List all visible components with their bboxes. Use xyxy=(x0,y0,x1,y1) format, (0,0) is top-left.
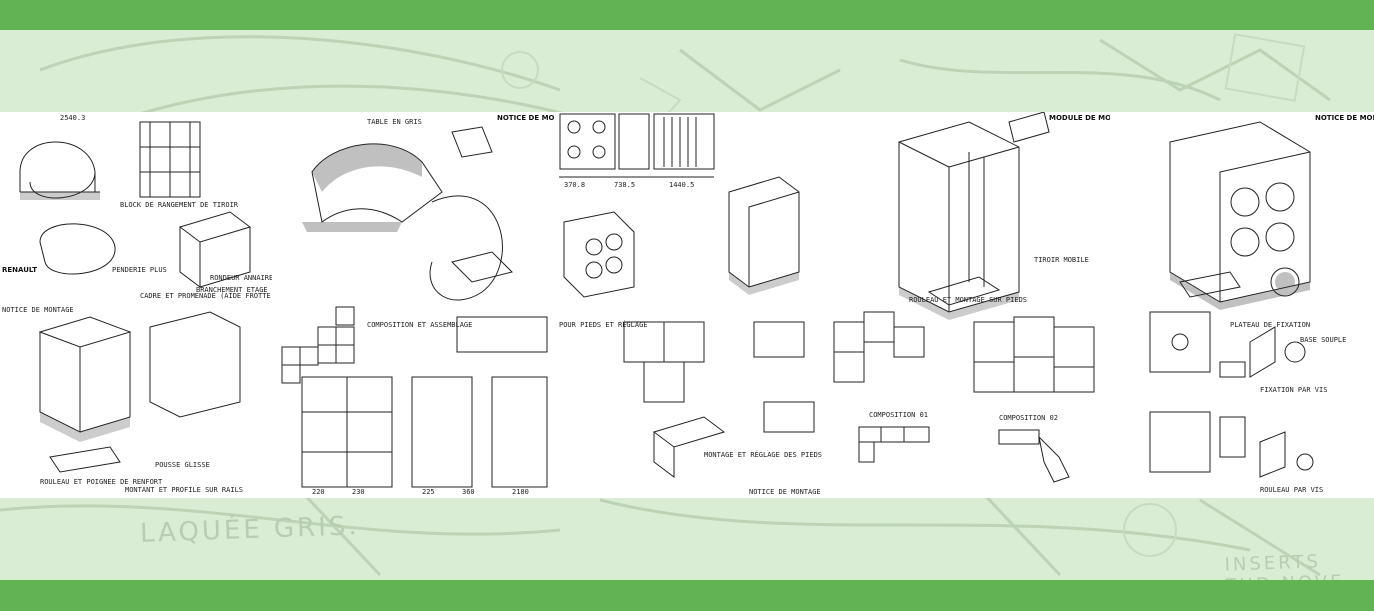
sheet-2-label-a: TABLE EN GRIS xyxy=(367,118,422,126)
top-green-band xyxy=(0,0,1374,30)
sheet-2-drawing: NOTICE DE MONTAGE TABLE EN GRIS COMPOSIT… xyxy=(281,114,554,496)
sheet-4-label-b: ROULEAU ET MONTAGE SUR PIEDS xyxy=(909,296,1027,304)
sheet-5-drawing: NOTICE DE MONTAGE PLATEAU DE FIXATION BA… xyxy=(1149,114,1374,494)
sketch-sheet-5: NOTICE DE MONTAGE PLATEAU DE FIXATION BA… xyxy=(1110,112,1374,498)
sheet-4-title: MODULE DE MONTAGE xyxy=(1049,114,1110,122)
sheet-4-drawing: MODULE DE MONTAGE COMPOSITION 01 COMPOSI… xyxy=(833,112,1110,483)
sheet-3-title: NOTICE DE MONTAGE xyxy=(749,488,821,496)
sheet-1-label-h: ROULEAU ET POIGNEE DE RENFORT xyxy=(40,478,163,486)
sheet-2-dim-4: 360 xyxy=(462,488,475,496)
sheet-1-label-e: BRANCHEMENT ETAGE ROBUSTESSE xyxy=(196,286,272,294)
sheet-5-label-d: ROULEAU PAR VIS xyxy=(1260,486,1323,494)
sheet-1-label-b: PENDERIE PLUS xyxy=(112,266,167,274)
sheet-2-dim-3: 225 xyxy=(422,488,435,496)
sketch-sheet-4: MODULE DE MONTAGE COMPOSITION 01 COMPOSI… xyxy=(829,112,1110,498)
sheet-2-dim-2: 230 xyxy=(352,488,365,496)
sheet-5-label-a: PLATEAU DE FIXATION xyxy=(1230,321,1310,329)
sheet-4-label-a: TIROIR MOBILE xyxy=(1034,256,1089,264)
sheet-1-label-a: BLOCK DE RANGEMENT DE TIROIR xyxy=(120,201,239,209)
sheet-1-label-f: NOTICE DE MONTAGE xyxy=(2,306,74,314)
sheet-1-drawing: 2540.3 RENAULT BLOCK DE RANGEMENT DE TIR… xyxy=(2,114,272,494)
sheet-2-label-b: COMPOSITION ET ASSEMBLAGE xyxy=(367,321,472,329)
sheet-2-title: NOTICE DE MONTAGE xyxy=(497,114,554,122)
sketch-sheet-3: 370.8 738.5 1440.5 NOTICE DE MONTAGE POU… xyxy=(554,112,829,498)
sheet-3-dim-3: 1440.5 xyxy=(669,181,694,189)
sheet-5-title: NOTICE DE MONTAGE xyxy=(1315,114,1374,122)
sheet-2-dim-1: 220 xyxy=(312,488,325,496)
sheet-1-label-c: RONDEUR ANNAIRE xyxy=(210,274,272,282)
sheet-4-composition-a: COMPOSITION 01 xyxy=(869,411,928,419)
sheet-5-label-b: BASE SOUPLE xyxy=(1300,336,1346,344)
sheet-3-label-a: POUR PIEDS ET RÉGLAGE xyxy=(559,320,648,329)
sheet-1-label-d: CADRE ET PROMENADE (AIDE FROTTE & FRIGID… xyxy=(140,292,272,300)
sheet-3-label-b: MONTAGE ET RÉGLAGE DES PIEDS xyxy=(704,450,822,459)
sheet-1-brand: RENAULT xyxy=(2,266,37,274)
background-sketch xyxy=(0,33,1331,577)
sheet-1-label-g: POUSSE GLISSE xyxy=(155,461,210,469)
sheet-3-dim-2: 738.5 xyxy=(614,181,635,189)
bottom-green-band xyxy=(0,580,1374,611)
sheet-4-composition-b: COMPOSITION 02 xyxy=(999,414,1058,422)
sheet-3-drawing: 370.8 738.5 1440.5 NOTICE DE MONTAGE POU… xyxy=(559,113,822,496)
sketch-sheet-2: NOTICE DE MONTAGE TABLE EN GRIS COMPOSIT… xyxy=(272,112,554,498)
sheet-1-label-i: MONTANT ET PROFILE SUR RAILS xyxy=(125,486,243,494)
sheet-2-dim-5: 2180 xyxy=(512,488,529,496)
sheet-3-dim-1: 370.8 xyxy=(564,181,585,189)
sheet-5-label-c: FIXATION PAR VIS xyxy=(1260,386,1327,394)
sheet-1-dimension: 2540.3 xyxy=(60,114,85,122)
sketch-sheet-1: 2540.3 RENAULT BLOCK DE RANGEMENT DE TIR… xyxy=(0,112,272,498)
